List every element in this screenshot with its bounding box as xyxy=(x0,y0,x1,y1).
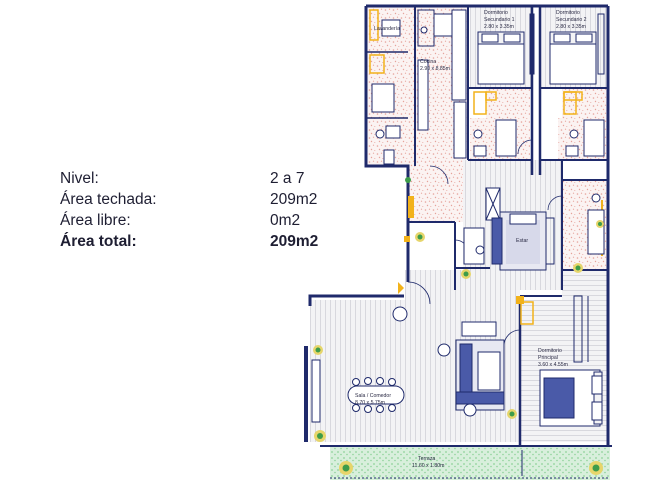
info-value: 209m2 xyxy=(270,233,319,250)
kitchen-fixtures xyxy=(371,9,467,165)
label-dorm-sec2-dims: 2.80 x 3.35m xyxy=(556,24,586,30)
info-label: Nivel: xyxy=(60,170,99,187)
info-label: Área techada: xyxy=(60,191,157,208)
label-dorm-sec1-type: Secundario 1 xyxy=(484,17,515,23)
info-label: Área total: xyxy=(60,233,137,250)
info-value: 2 a 7 xyxy=(270,170,305,187)
label-sala: Sala / Comedor xyxy=(355,393,391,399)
terrace-details xyxy=(330,450,610,479)
info-row-area-total: Área total: 209m2 xyxy=(60,233,360,254)
label-terraza: Terraza xyxy=(418,456,435,462)
info-row-nivel: Nivel: 2 a 7 xyxy=(60,170,360,191)
info-value: 0m2 xyxy=(270,212,301,229)
label-dorm-principal-type: Principal xyxy=(538,355,558,361)
label-dorm-sec2: Dormitorio xyxy=(556,10,580,16)
label-dorm-sec1: Dormitorio xyxy=(484,10,508,16)
label-dorm-sec2-type: Secundario 2 xyxy=(556,17,587,23)
label-dorm-principal-dims: 3.60 x 4.55m xyxy=(538,362,568,368)
walls xyxy=(304,4,612,447)
secondary-beds xyxy=(477,13,605,85)
label-sala-dims: 8.70 x 5.75m xyxy=(355,400,385,406)
living-furniture xyxy=(311,236,524,423)
area-summary: Nivel: 2 a 7 Área techada: 209m2 Área li… xyxy=(60,170,360,254)
label-dorm-sec1-dims: 2.80 x 3.35m xyxy=(484,24,514,30)
info-label: Área libre: xyxy=(60,212,131,229)
master-bedroom-furniture xyxy=(539,295,603,427)
plants xyxy=(313,177,604,475)
label-dorm-principal: Dormitorio xyxy=(538,348,562,354)
label-cocina: Cocina xyxy=(420,59,436,65)
estar-furniture xyxy=(491,211,555,271)
info-row-area-libre: Área libre: 0m2 xyxy=(60,212,360,233)
label-estar: Estar xyxy=(516,238,528,244)
label-terraza-dims: 11.60 x 1.80m xyxy=(412,463,445,469)
room-labels: Lavandería Cocina 2.90 x 8.85m Dormitori… xyxy=(355,10,587,469)
label-lavanderia: Lavandería xyxy=(374,26,400,32)
label-cocina-dims: 2.90 x 8.85m xyxy=(420,66,450,72)
info-row-area-techada: Área techada: 209m2 xyxy=(60,191,360,212)
info-value: 209m2 xyxy=(270,191,318,208)
